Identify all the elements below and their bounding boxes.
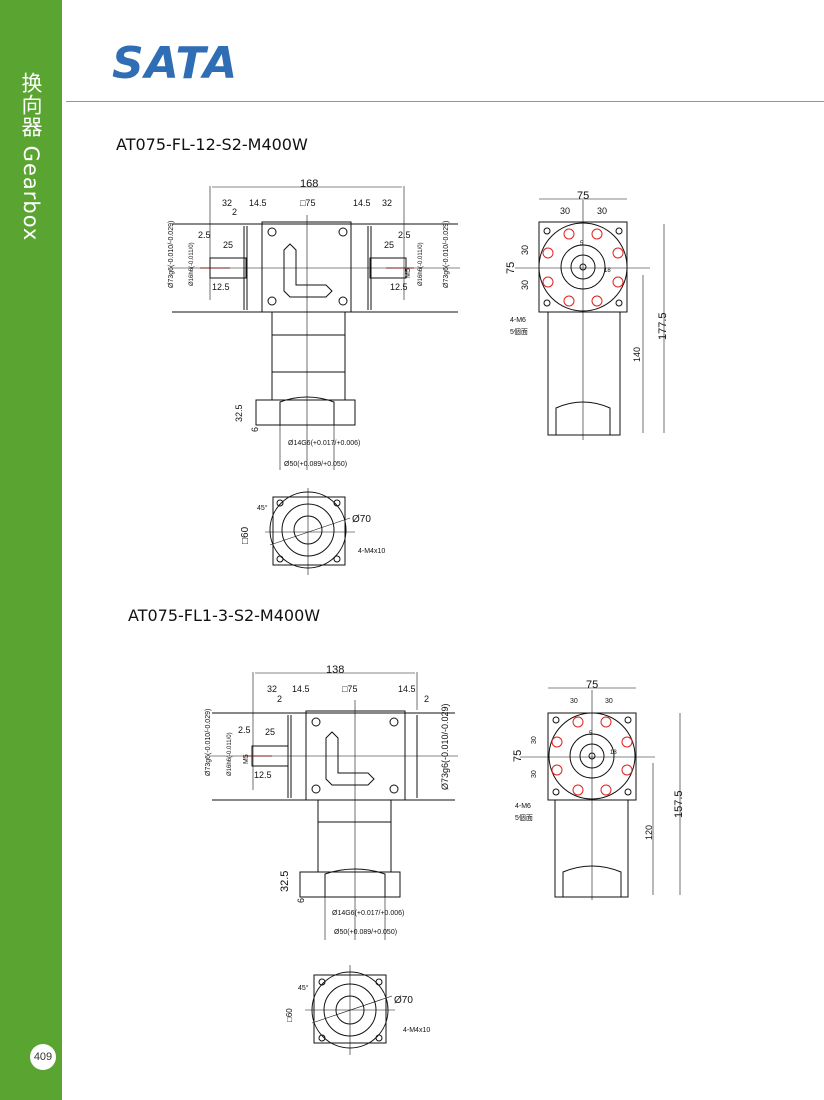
dim-right-flange: 14.5 (353, 198, 371, 208)
dim-key2: 18 (610, 750, 617, 756)
bottom-view-1: □60 45° Ø70 4-M4x10 (240, 488, 385, 575)
dim-hole-x2: 30 (605, 698, 613, 705)
dim-left-len: 32 (267, 684, 277, 694)
dim-pilot-left: Ø73g6(-0.010/-0.029) (205, 709, 212, 776)
dim-key-off-right: 2.5 (398, 230, 411, 240)
dim-square: □60 (240, 526, 251, 544)
note-bolts: 4-M6 (515, 803, 531, 810)
dim-in-depth: 6 (296, 898, 306, 903)
dim-thread: M5 (243, 754, 250, 764)
dim-shaft-len-left: 12.5 (212, 282, 230, 292)
dim-overall: 168 (300, 178, 318, 190)
note-bolts: 4-M6 (510, 317, 526, 324)
dim-pilot-right: Ø73g6(-0.010/-0.029) (443, 221, 450, 288)
dim-body: □75 (342, 684, 357, 694)
dim-key-len: 25 (265, 727, 275, 737)
dim-gap-left: 2 (277, 694, 282, 704)
dim-body: □75 (300, 198, 315, 208)
dim-hole-y2: 30 (531, 770, 538, 778)
dim-hole-y1: 30 (520, 245, 530, 255)
dim-key-len-right: 25 (384, 240, 394, 250)
dim-key: 5 (589, 731, 593, 737)
dim-hole-y1: 30 (531, 736, 538, 744)
note-faces: 5個面 (515, 813, 533, 822)
dim-in-depth: 6 (250, 427, 260, 432)
dim-in-len: 32.5 (279, 871, 291, 892)
dim-shaft-dia-left: Ø16h6(-0.011/0) (189, 242, 195, 286)
dim-shaft-dia-right: Ø16h6(-0.011/0) (418, 242, 424, 286)
dim-shaft-len: 12.5 (254, 770, 272, 780)
side-view-2: 75 30 30 75 30 30 4-M6 5個面 120 157.5 5 18 (512, 679, 685, 900)
dim-left-flange: 14.5 (292, 684, 310, 694)
dim-hole-x1: 30 (560, 206, 570, 216)
section-title: 换向器 Gearbox (19, 72, 43, 242)
note-faces: 5個面 (510, 327, 528, 336)
dim-in-pilot: Ø50(+0.089/+0.050) (284, 461, 347, 468)
sidebar: 换向器 Gearbox 409 (0, 0, 62, 1100)
sata-logo: SATA (112, 38, 239, 89)
dim-len2: 177.5 (657, 312, 669, 340)
dim-in-bore: Ø14G6(+0.017/+0.006) (288, 440, 360, 447)
dim-shaft-len-right: 12.5 (390, 282, 408, 292)
dim-pilot-left: Ø73g6(-0.010/-0.029) (168, 221, 175, 288)
dim-key-off-left: 2.5 (198, 230, 211, 240)
dim-left-flange: 14.5 (249, 198, 267, 208)
model-title-2: AT075-FL1-3-S2-M400W (128, 606, 321, 625)
dim-overall: 138 (326, 664, 344, 676)
dim-len1: 120 (644, 825, 654, 840)
dim-hole-x2: 30 (597, 206, 607, 216)
note-holes: 4-M4x10 (403, 1027, 430, 1034)
dim-gap: 2 (232, 207, 237, 217)
dim-key-off: 2.5 (238, 725, 251, 735)
dim-left-len: 32 (222, 198, 232, 208)
dim-width: 75 (586, 679, 598, 691)
page-number: 409 (30, 1044, 56, 1070)
dim-in-len: 32.5 (234, 404, 244, 422)
dim-in-pilot: Ø50(+0.089/+0.050) (334, 929, 397, 936)
dim-key2: 18 (604, 268, 611, 274)
header-divider (66, 101, 824, 102)
dim-right-len: 32 (382, 198, 392, 208)
dim-dia: Ø70 (394, 995, 413, 1006)
dim-square: □60 (285, 1008, 294, 1022)
dim-key-len-left: 25 (223, 240, 233, 250)
side-view-1: 75 30 30 75 30 30 4-M6 5個面 140 177.5 5 18 (505, 190, 669, 440)
dim-len1: 140 (632, 347, 642, 362)
front-view-2: 138 32 14.5 □75 14.5 2 2 25 2.5 12.5 Ø73g6(-… (205, 664, 458, 940)
dim-dia: Ø70 (352, 514, 371, 525)
dim-hole-y2: 30 (520, 280, 530, 290)
dim-right-flange: 14.5 (398, 684, 416, 694)
dim-height: 75 (512, 750, 524, 762)
dim-width: 75 (577, 190, 589, 202)
dim-height: 75 (505, 262, 517, 274)
dim-key: 5 (580, 241, 584, 247)
dim-len2: 157.5 (673, 790, 685, 818)
dim-in-bore: Ø14G6(+0.017/+0.006) (332, 910, 404, 917)
dim-angle: 45° (257, 504, 268, 512)
dim-angle: 45° (298, 984, 309, 992)
model-title-1: AT075-FL-12-S2-M400W (116, 135, 308, 154)
note-holes: 4-M4x10 (358, 548, 385, 555)
dim-shaft-dia: Ø16h6(-0.011/0) (227, 732, 233, 776)
dim-gap-right: 2 (424, 694, 429, 704)
dim-thread: M5 (405, 268, 412, 278)
bottom-view-2: □60 45° Ø70 4-M4x10 (285, 965, 430, 1055)
dim-pilot-right: Ø73g6(-0.010/-0.029) (440, 703, 450, 790)
dim-hole-x1: 30 (570, 698, 578, 705)
